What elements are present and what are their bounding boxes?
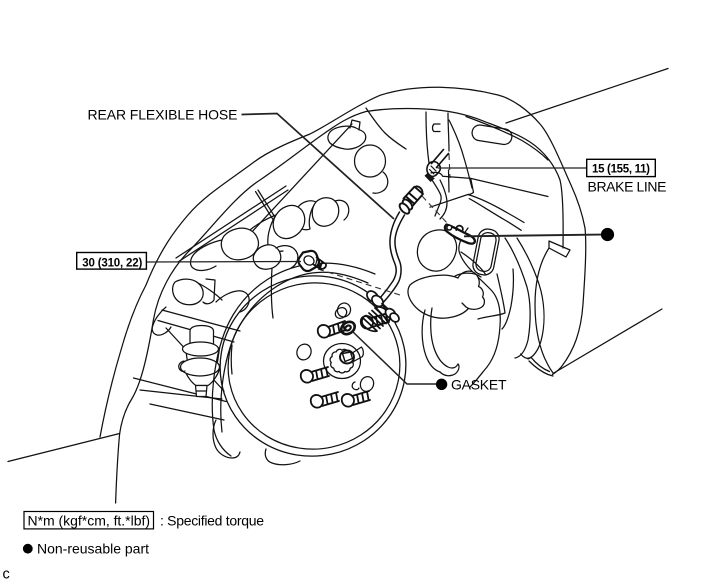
svg-text:: Specified torque: : Specified torque <box>160 513 264 529</box>
svg-text:15 (155, 11): 15 (155, 11) <box>592 164 650 176</box>
svg-text:N*m (kgf*cm, ft.*lbf): N*m (kgf*cm, ft.*lbf) <box>28 513 151 529</box>
svg-text:REAR FLEXIBLE HOSE: REAR FLEXIBLE HOSE <box>88 107 238 123</box>
svg-text:30 (310, 22): 30 (310, 22) <box>82 258 142 270</box>
svg-text:c: c <box>3 567 10 581</box>
svg-text:GASKET: GASKET <box>451 377 507 393</box>
svg-text:Non-reusable part: Non-reusable part <box>37 541 149 557</box>
svg-text:BRAKE LINE: BRAKE LINE <box>588 179 667 195</box>
